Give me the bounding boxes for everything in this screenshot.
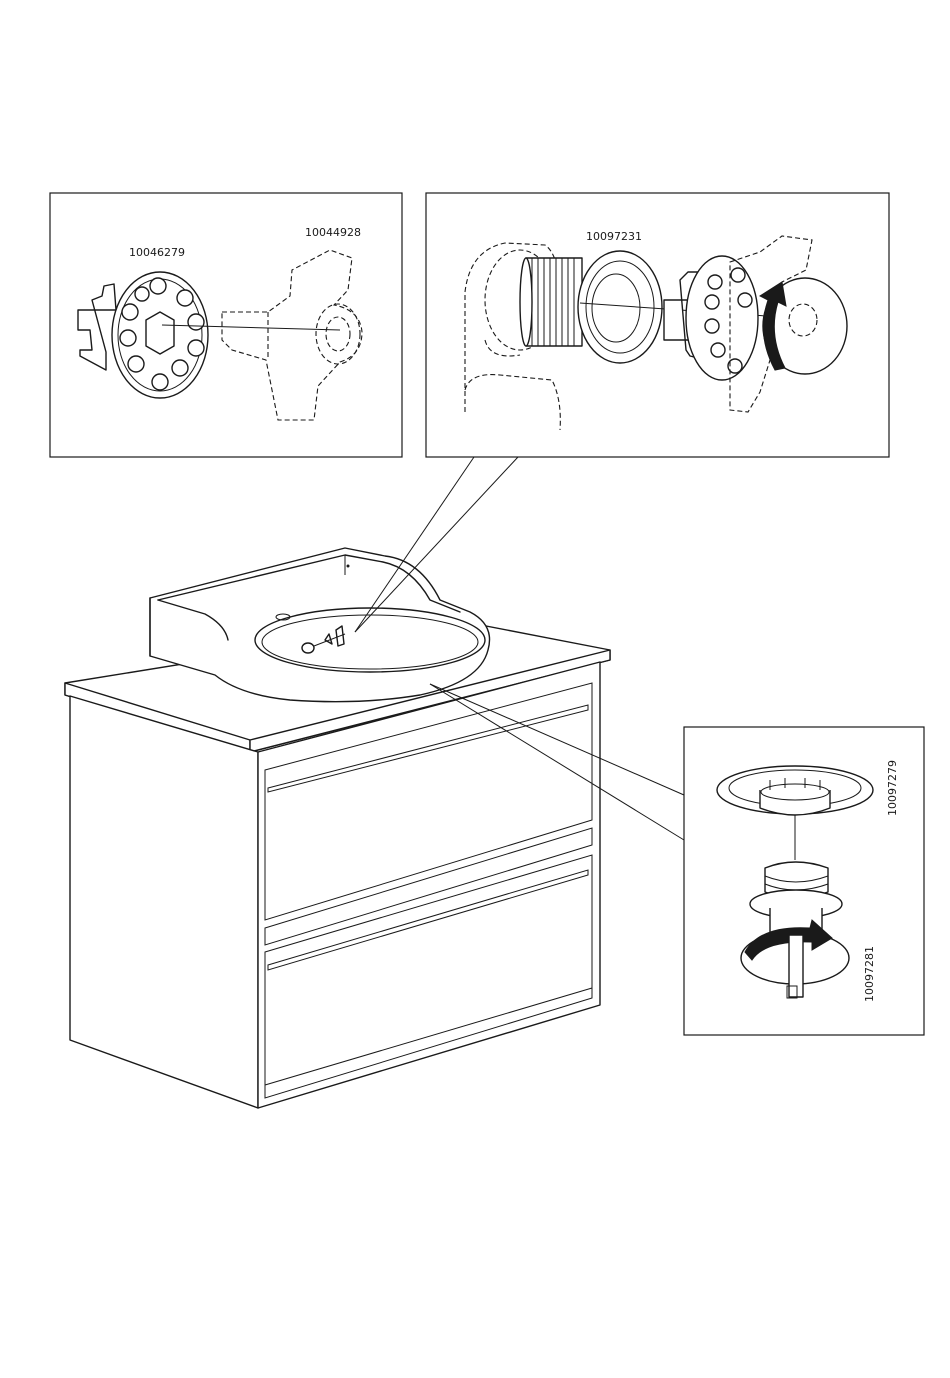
part-number-drain-flange: 10097279 [886,760,899,816]
part-number-handle: 10044928 [305,226,361,239]
part-number-cap-nut: 10046279 [129,246,185,259]
part-number-drain-body: 10097281 [863,946,876,1002]
detail-box-drain: 10097279 10097281 [684,727,924,1035]
detail-box-cap-nut-handle: 10046279 10044928 [50,193,402,457]
drain-flange-icon [717,766,873,815]
part-number-overflow-tube: 10097231 [586,230,642,243]
cover-cap-icon [760,278,847,374]
detail-box-overflow-tube: 10097231 [426,193,889,457]
